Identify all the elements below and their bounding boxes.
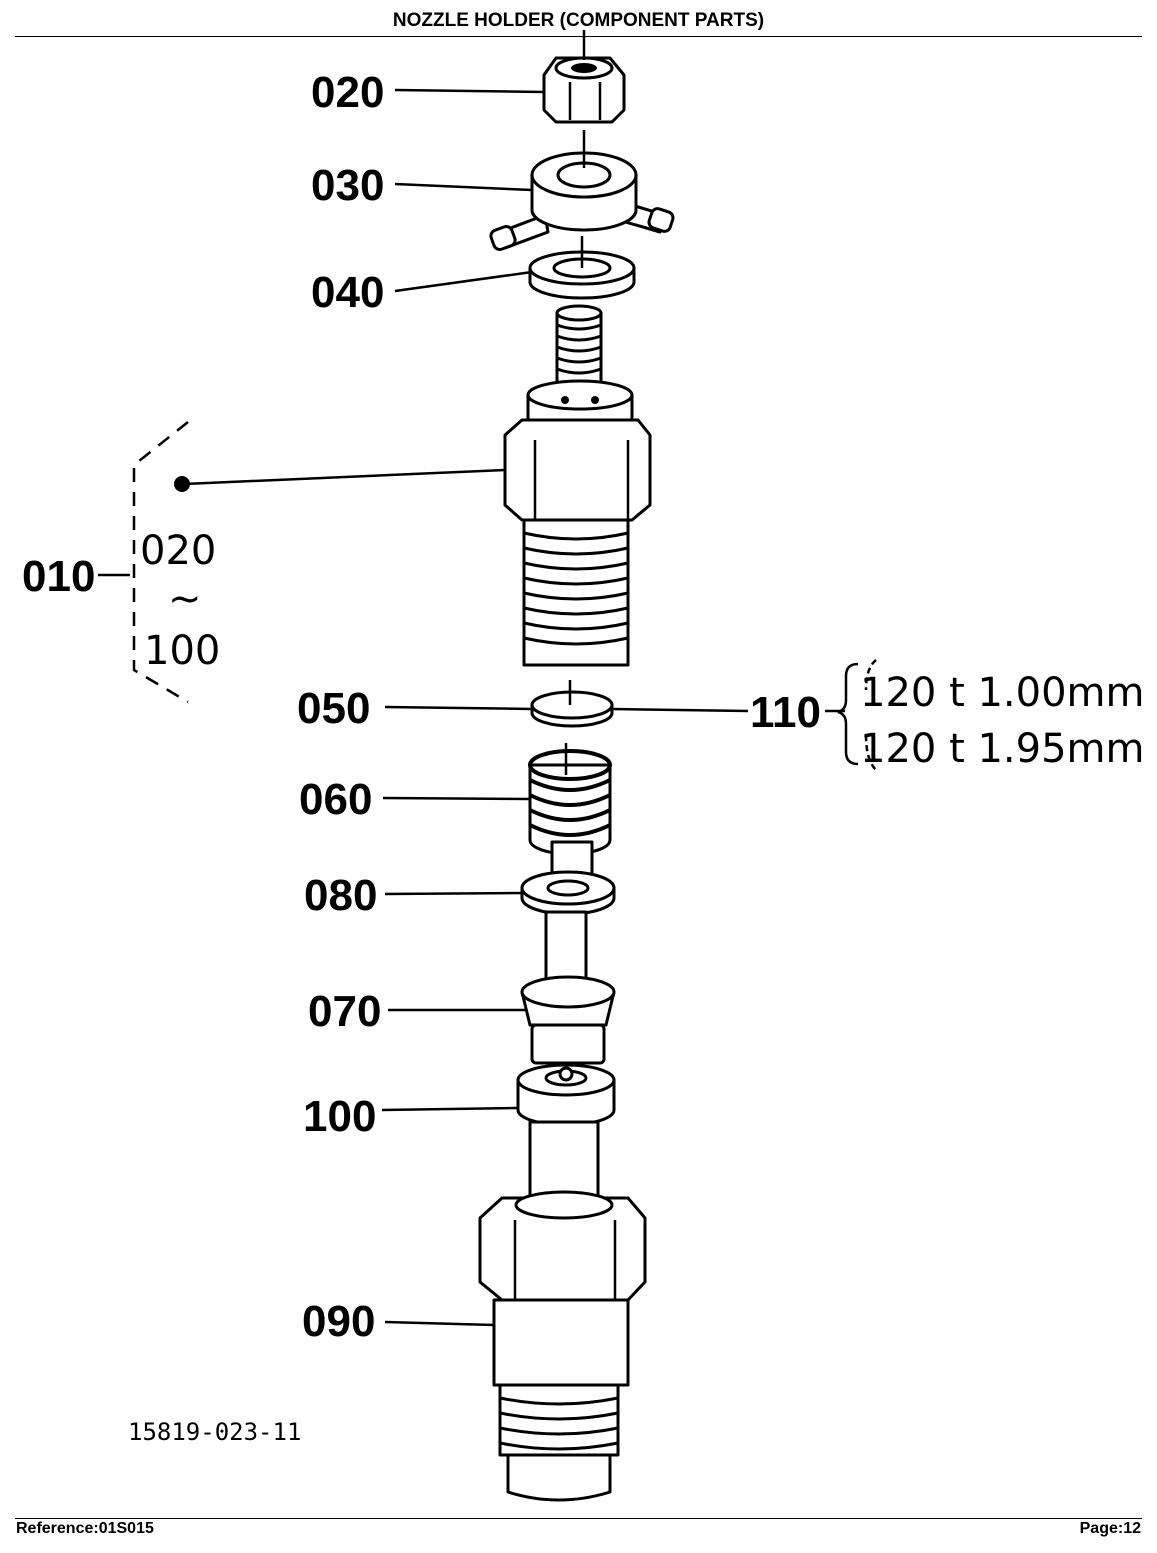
- callout-040: 040: [311, 268, 384, 317]
- callout-090: 090: [302, 1297, 375, 1346]
- page-title: NOZZLE HOLDER (COMPONENT PARTS): [392, 10, 765, 31]
- callout-100: 100: [303, 1092, 376, 1141]
- assembly-bracket: [132, 421, 189, 704]
- part-060-spring: [528, 743, 612, 856]
- part-020-nut: [542, 30, 626, 124]
- drawing-code: 15819-023-11: [128, 1418, 301, 1446]
- header-rule: [15, 36, 1142, 37]
- reference-label: Reference:01S015: [16, 1520, 154, 1537]
- callout-080: 080: [304, 871, 377, 920]
- part-030-banjo: [489, 130, 675, 251]
- callout-050: 050: [297, 684, 370, 733]
- assembly-range-mark: ~: [168, 576, 202, 622]
- shim-option-2: 120 t 1.95mm: [860, 726, 1144, 772]
- shim-options-brace-inner-lower: [864, 734, 877, 771]
- assembly-from: 020: [140, 528, 216, 574]
- part-070-push-rod: [520, 910, 616, 1065]
- callout-110: 110: [750, 688, 821, 737]
- part-090-nozzle-nut: [478, 1120, 647, 1502]
- page-number: Page:12: [1079, 1520, 1141, 1537]
- leader-lines: [98, 88, 845, 1327]
- part-100-distance-piece: [516, 1063, 616, 1127]
- footer-rule: [15, 1518, 1142, 1519]
- shim-options-brace-inner: [864, 659, 877, 691]
- callout-070: 070: [308, 987, 381, 1036]
- callout-060: 060: [299, 775, 372, 824]
- callout-010: 010: [22, 552, 95, 601]
- callout-020: 020: [311, 68, 384, 117]
- callout-030: 030: [311, 161, 384, 210]
- part-050-shim: [530, 680, 614, 728]
- part-010-holder-body: [503, 304, 652, 667]
- assembly-to: 100: [144, 628, 220, 674]
- shim-options-brace: [837, 662, 859, 766]
- part-080-seat: [520, 840, 616, 916]
- part-040-washer: [528, 236, 636, 300]
- shim-option-1: 120 t 1.00mm: [860, 670, 1144, 716]
